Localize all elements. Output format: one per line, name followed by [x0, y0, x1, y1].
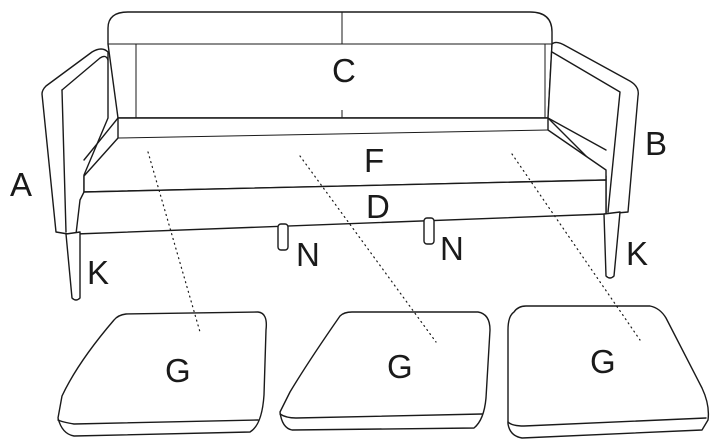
label-base: D: [366, 188, 390, 225]
label-backrest: C: [332, 52, 356, 89]
label-armrest-left: A: [10, 166, 32, 203]
seat-deck-part: [83, 117, 607, 193]
label-center-leg-right: N: [440, 230, 464, 267]
center-leg-right-part: [423, 217, 435, 245]
label-cushion-middle: G: [387, 348, 413, 385]
label-leg-right: K: [626, 235, 648, 272]
left-leg-part: [65, 231, 81, 301]
placement-guides: [147, 151, 641, 343]
cushion-right-part: [507, 305, 710, 439]
label-armrest-right: B: [645, 125, 667, 162]
label-leg-left: K: [87, 254, 109, 291]
cushion-left-part: [57, 311, 268, 437]
right-armrest-part: [547, 41, 639, 215]
label-center-leg-left: N: [296, 236, 320, 273]
right-leg-part: [603, 211, 621, 279]
cushion-middle-part: [279, 311, 491, 431]
label-cushion-left: G: [165, 352, 191, 389]
label-cushion-right: G: [590, 343, 616, 380]
left-armrest-part: [41, 48, 119, 235]
label-seat-deck: F: [364, 142, 384, 179]
base-part: [75, 179, 607, 235]
center-leg-left-part: [277, 223, 289, 251]
backrest-part: [107, 11, 553, 130]
